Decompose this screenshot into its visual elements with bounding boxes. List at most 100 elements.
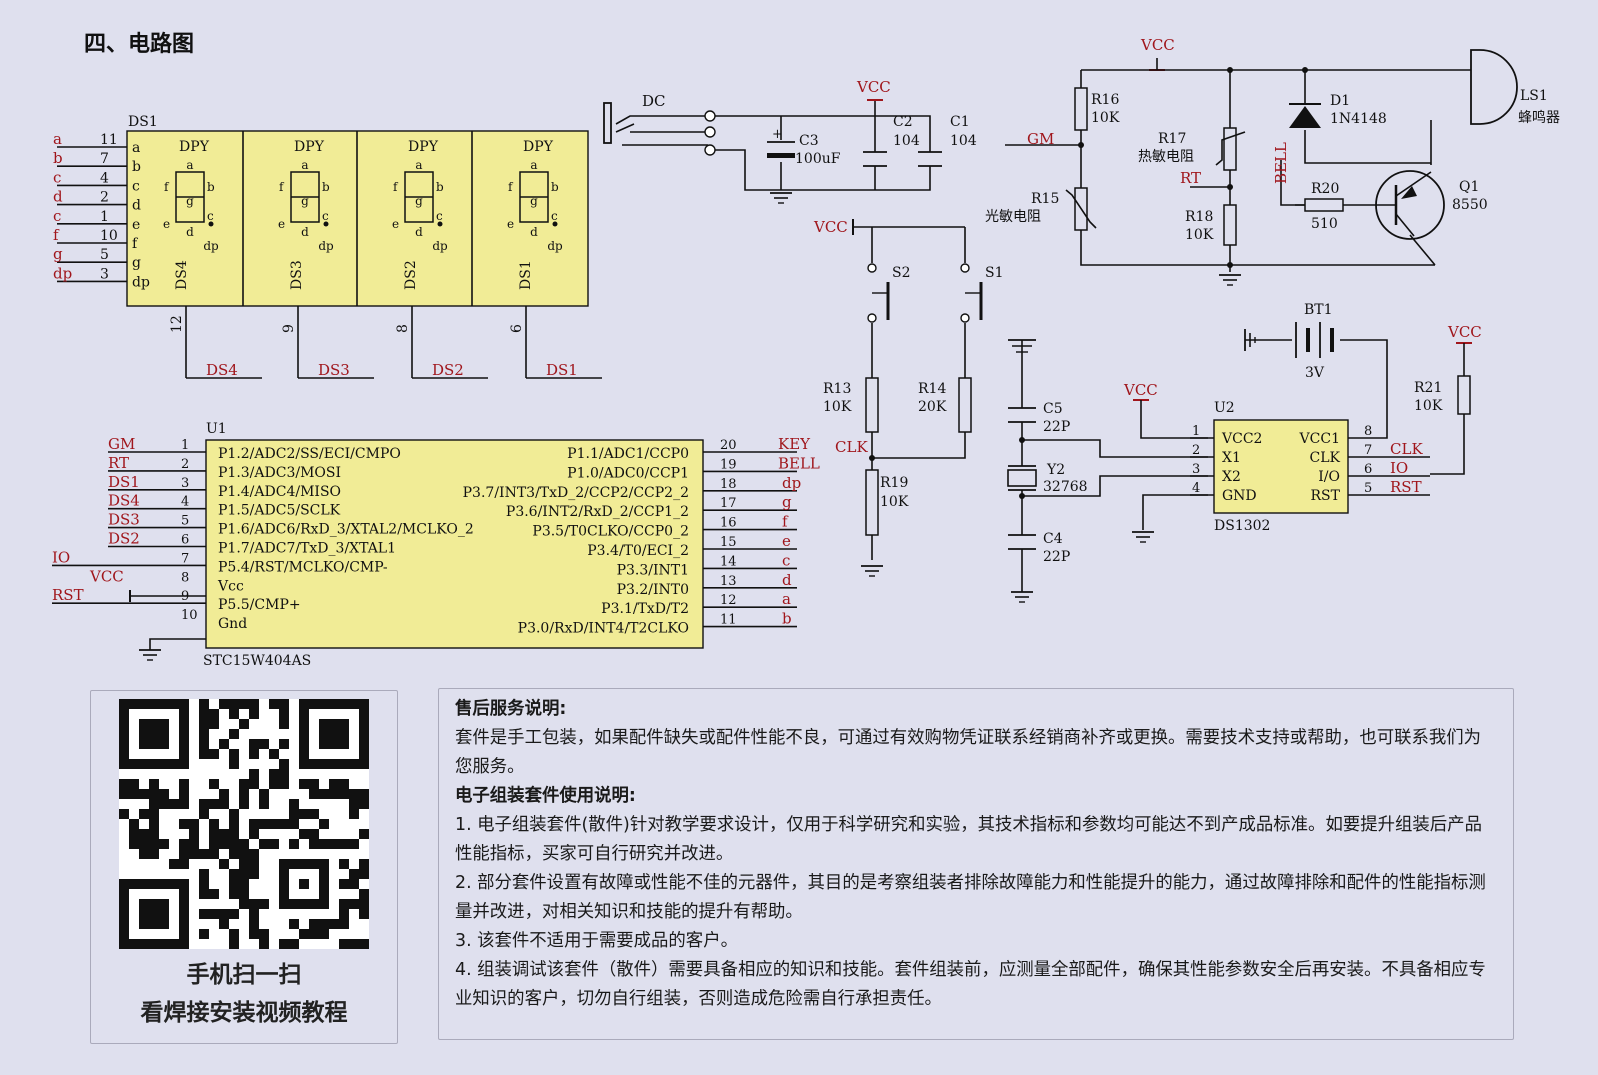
svg-text:1N4148: 1N4148 (1330, 111, 1387, 127)
svg-text:C1: C1 (950, 114, 970, 130)
svg-text:100uF: 100uF (795, 151, 841, 167)
svg-text:C4: C4 (1043, 531, 1063, 547)
svg-text:C2: C2 (893, 114, 913, 130)
rtc-pin-name: GND (1222, 488, 1257, 504)
segment-pin-name: b (132, 159, 141, 175)
svg-text:510: 510 (1311, 216, 1338, 232)
svg-text:BT1: BT1 (1304, 302, 1333, 318)
qr-code-icon[interactable] (119, 699, 369, 949)
mcu-pin-name: P1.5/ADC5/SCLK (218, 503, 341, 519)
mcu-pin-number: 15 (720, 535, 737, 550)
svg-text:22P: 22P (1043, 549, 1070, 565)
segment-glyph: c (436, 209, 443, 223)
mcu-pin-name: P1.0/ADC0/CCP1 (567, 465, 689, 481)
segment-pin-number: 3 (100, 266, 109, 282)
mcu-net-label: DS3 (108, 511, 140, 529)
rtc-pin-name: VCC2 (1221, 431, 1262, 447)
qr-caption-line2: 看焊接安装视频教程 (140, 1000, 348, 1026)
usage-title: 电子组装套件使用说明: (455, 786, 636, 806)
service-text: 套件是手工包装，如果配件缺失或配件性能不良，可通过有效购物凭证联系经销商补齐或更… (455, 728, 1482, 777)
rtc-pin-number: 4 (1192, 481, 1200, 496)
segment-pin-number: 10 (100, 228, 118, 244)
vcc-label-power: VCC (856, 78, 891, 96)
rtc-net-label: IO (1390, 459, 1408, 477)
mcu-pin-number: 12 (720, 593, 737, 608)
svg-text:R20: R20 (1311, 181, 1339, 197)
segment-glyph: a (186, 158, 193, 172)
qr-caption-line1: 手机扫一扫 (186, 962, 302, 988)
mcu-pin: 9P5.5/CMP+RST (52, 586, 301, 613)
digit-net-label: DS1 (546, 361, 578, 379)
mcu-pin-name: P3.5/T0CLKO/CCP0_2 (532, 524, 689, 540)
svg-text:R21: R21 (1414, 380, 1442, 396)
rtc-net-label: RST (1390, 478, 1422, 496)
vcc-label-keys: VCC (813, 218, 848, 236)
mcu-pin-number: 2 (181, 457, 189, 472)
segment-glyph: g (530, 194, 538, 208)
digit-pin-number: 8 (395, 324, 411, 333)
instructions-panel: 售后服务说明: 套件是手工包装，如果配件缺失或配件性能不良，可通过有效购物凭证联… (438, 688, 1514, 1040)
svg-text:LS1: LS1 (1520, 88, 1548, 104)
svg-text:U2: U2 (1214, 400, 1235, 416)
rtc-pin-name: RST (1311, 488, 1341, 504)
svg-text:R14: R14 (918, 381, 946, 397)
svg-text:R19: R19 (880, 475, 908, 491)
display-ref: DS1 (128, 114, 158, 130)
mcu-net-label: d (782, 571, 792, 589)
digit-net-label: DS2 (432, 361, 464, 379)
svg-text:3V: 3V (1305, 365, 1325, 381)
segment-net-label: c (53, 207, 61, 225)
mcu-net-label: g (782, 493, 792, 511)
rtc-pin-name: VCC1 (1299, 431, 1340, 447)
mcu-pin-name: P5.4/RST/MCLKO/CMP- (218, 559, 388, 575)
keypad-section: VCC S2 S1 R13 10K R14 20K R19 10K CLK (813, 218, 1004, 577)
svg-text:U1: U1 (206, 421, 227, 437)
digit-title: DPY (294, 139, 325, 155)
svg-text:104: 104 (950, 133, 977, 149)
mcu-net-label: RST (52, 586, 84, 604)
mcu-pin-name: P3.4/T0/ECI_2 (587, 543, 689, 559)
mcu-pin-name: P1.2/ADC2/SS/ECI/CMPO (218, 446, 401, 462)
service-title: 售后服务说明: (455, 699, 567, 719)
digit-name: DS3 (289, 260, 305, 290)
digit-pin-number: 12 (169, 315, 185, 333)
segment-net-label: dp (53, 264, 72, 282)
svg-text:8550: 8550 (1452, 197, 1488, 213)
segment-glyph: d (415, 225, 423, 239)
mcu-pin-number: 6 (181, 533, 189, 548)
mcu-net-label: DS1 (108, 473, 140, 491)
segment-pin-number: 11 (100, 132, 118, 148)
rtc-chip-body (1213, 419, 1349, 514)
segment-glyph: dp (318, 239, 334, 253)
rtc-pin: 4 GND (1190, 481, 1257, 504)
mcu-net-label: VCC (89, 567, 124, 585)
segment-net-label: f (53, 226, 60, 244)
mcu-pin-number: 4 (181, 495, 189, 510)
segment-glyph: a (530, 158, 537, 172)
svg-text:R18: R18 (1185, 209, 1213, 225)
svg-text:10K: 10K (1091, 110, 1120, 126)
digit-name: DS1 (518, 260, 534, 290)
mcu-pin-number: 14 (720, 554, 737, 569)
segment-glyph: g (186, 194, 194, 208)
mcu-net-label: IO (52, 548, 70, 566)
digit-name: DS2 (403, 260, 419, 290)
segment-glyph: c (322, 209, 329, 223)
mcu-net-label: e (782, 532, 791, 550)
rtc-pin-number: 8 (1364, 424, 1372, 439)
mcu-pin-name: Gnd (218, 616, 247, 632)
mcu-net-label: BELL (778, 454, 820, 472)
mcu-net-label: KEY (778, 435, 811, 453)
rtc-pin-number: 2 (1192, 443, 1200, 458)
